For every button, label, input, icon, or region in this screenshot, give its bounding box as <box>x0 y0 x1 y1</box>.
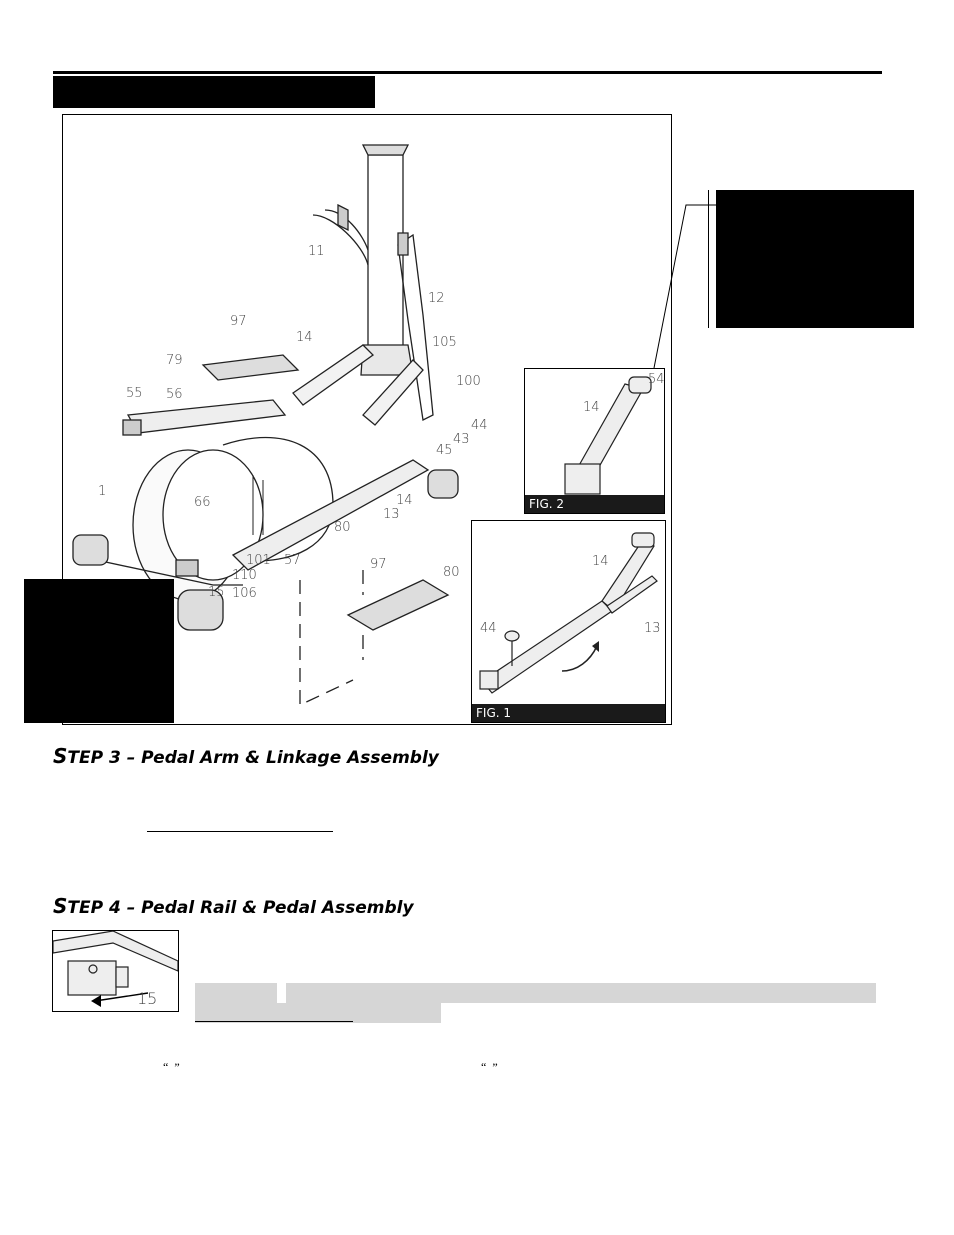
exploded-view-drawing: 11 12 14 105 100 44 43 45 97 79 55 56 1 … <box>72 144 488 707</box>
step-4-heading: STEP 4 – Pedal Rail & Pedal Assembly <box>53 894 414 918</box>
part-label: 97 <box>370 557 387 572</box>
step-3-underline <box>147 831 333 832</box>
part-label: 14 <box>583 400 600 415</box>
part-label: 15 <box>208 585 225 600</box>
quote-marks: “ ” <box>163 1060 180 1074</box>
part-label: 79 <box>166 353 183 368</box>
part-label: 11 <box>308 244 325 259</box>
figure-2-label: FIG. 2 <box>525 495 664 513</box>
part-label: 43 <box>453 432 470 447</box>
part-label: 1 <box>98 484 106 499</box>
redacted-callout-box <box>716 190 914 328</box>
part-label: 101 <box>246 553 271 568</box>
step-3-heading: STEP 3 – Pedal Arm & Linkage Assembly <box>53 744 439 768</box>
part-label: 44 <box>471 418 488 433</box>
figure-2-drawing: 54 14 <box>564 372 665 495</box>
part-15-drawing: 15 <box>53 931 178 1008</box>
callout-edge <box>708 190 709 328</box>
redacted-side-box <box>24 579 174 723</box>
part-label: 14 <box>592 554 609 569</box>
part-label: 100 <box>456 374 481 389</box>
part-label: 13 <box>644 621 661 636</box>
part-label: 54 <box>648 372 664 387</box>
part-label: 12 <box>428 291 445 306</box>
part-label: 14 <box>396 493 413 508</box>
part-label: 15 <box>137 989 157 1008</box>
part-15-thumbnail: 15 <box>52 930 179 1012</box>
highlight-bar <box>195 983 277 1003</box>
part-label: 56 <box>166 387 183 402</box>
highlight-bar <box>195 1003 441 1023</box>
part-label: 106 <box>232 586 257 601</box>
part-label: 80 <box>334 520 351 535</box>
part-label: 14 <box>296 330 313 345</box>
figure-1-drawing: 14 44 13 <box>479 532 661 694</box>
header-rule <box>53 71 882 74</box>
redacted-section-title <box>53 76 375 108</box>
part-label: 44 <box>480 621 497 636</box>
figure-1-inset: 14 44 13 FIG. 1 <box>471 520 666 723</box>
quote-marks: “ ” <box>481 1060 498 1074</box>
part-label: 57 <box>284 553 301 568</box>
part-label: 66 <box>194 495 211 510</box>
part-label: 80 <box>443 565 460 580</box>
part-label: 55 <box>126 386 143 401</box>
part-label: 97 <box>230 314 247 329</box>
part-label: 105 <box>432 335 457 350</box>
callout-pointer <box>653 204 716 369</box>
assembly-diagram: 11 12 14 105 100 44 43 45 97 79 55 56 1 … <box>62 114 672 725</box>
figure-1-label: FIG. 1 <box>472 704 665 722</box>
part-label: 110 <box>232 568 257 583</box>
part-label: 13 <box>383 507 400 522</box>
highlight-underline <box>195 1021 353 1022</box>
highlight-bar <box>286 983 876 1003</box>
part-label: 45 <box>436 443 453 458</box>
figure-2-inset: 54 14 FIG. 2 <box>524 368 665 514</box>
